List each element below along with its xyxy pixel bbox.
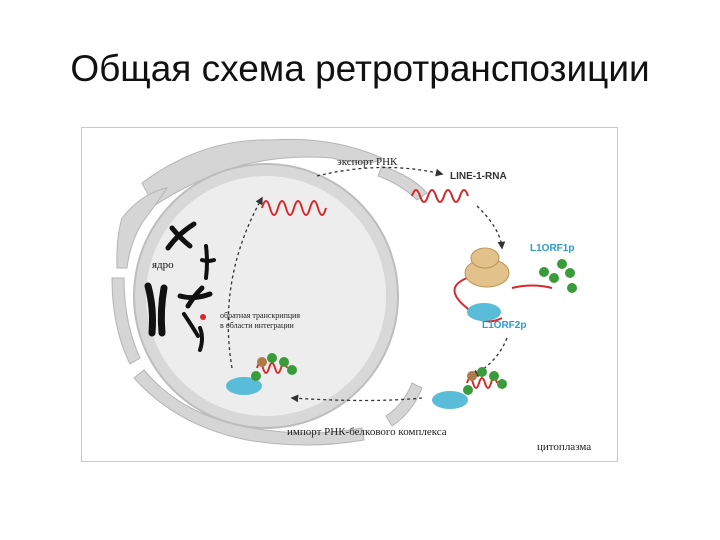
reverse-transcription-label-line2: в области интеграции [220, 321, 295, 330]
cytoplasm-label: цитоплазма [537, 441, 591, 453]
nuclear-rna [261, 200, 327, 216]
import-label: импорт РНК-белкового комплекса [287, 426, 447, 438]
orf2p-protein [467, 303, 501, 321]
rnp-complex-cytoplasm [432, 367, 507, 409]
integration-site-marker [200, 314, 206, 320]
line1-rna-label: LINE-1-RNA [450, 171, 507, 182]
nucleus [133, 163, 399, 429]
translation-complex [453, 247, 577, 323]
rnp-complex-nucleus [226, 353, 297, 395]
diagram-canvas: экспорт РНК LINE-1-RNA L1ORF1p L1ORF2p я… [111, 138, 591, 453]
reverse-transcription-label-line1: обратная транскрипция [220, 311, 300, 320]
exported-rna [411, 189, 469, 203]
chromosomes [144, 221, 216, 352]
orf1p-label: L1ORF1p [530, 243, 574, 254]
export-label: экспорт РНК [337, 156, 398, 168]
endoplasmic-reticulum [111, 138, 428, 446]
slide-title: Общая схема ретротранспозиции [70, 48, 650, 89]
orf2p-label: L1ORF2p [482, 320, 526, 331]
nucleus-label: ядро [152, 259, 174, 271]
retrotransposition-diagram: экспорт РНК LINE-1-RNA L1ORF1p L1ORF2p я… [81, 127, 618, 462]
